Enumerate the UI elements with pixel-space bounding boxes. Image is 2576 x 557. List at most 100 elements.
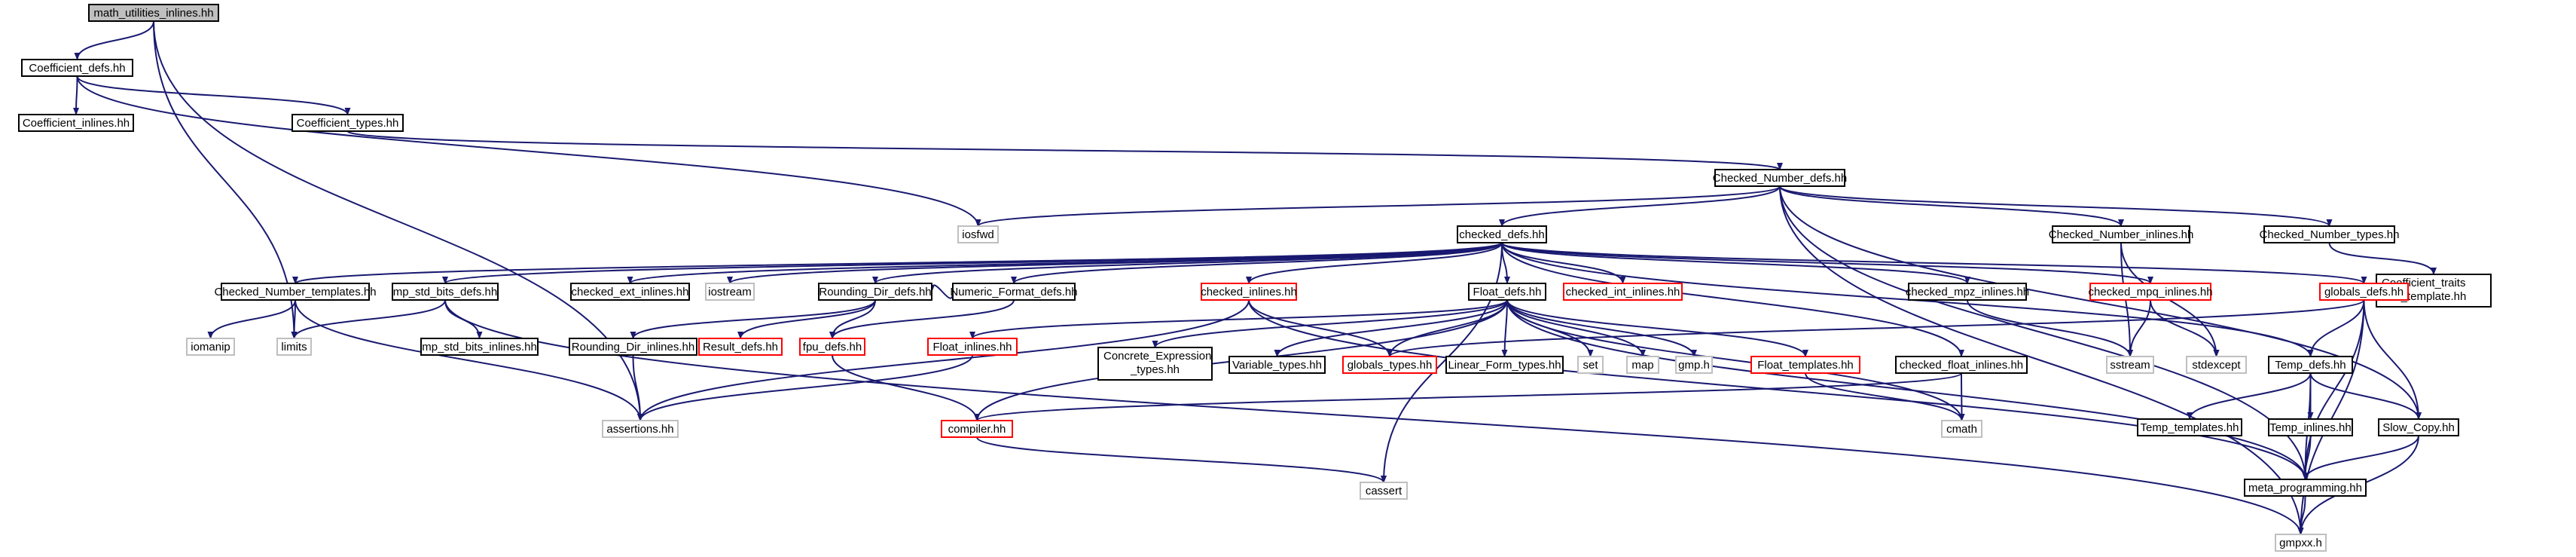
node-cn-defs[interactable]: Checked_Number_defs.hh [1713, 169, 1847, 187]
edge-float_inlines-to-assertions [637, 354, 973, 421]
node-coeff-inlines[interactable]: Coefficient_inlines.hh [18, 114, 134, 132]
node-checked-int-inlines[interactable]: checked_int_inlines.hh [1563, 283, 1683, 301]
edge-rounding_dir_defs-to-result_defs [737, 299, 876, 339]
edge-coeff_defs-to-iosfwd [76, 75, 981, 227]
edge-float_defs-to-gmp_h [1506, 299, 1697, 357]
node-label: Coefficient_inlines.hh [23, 117, 130, 130]
edge-temp_defs-to-temp_templates [2187, 372, 2312, 420]
node-layer: math_utilities_inlines.hhCoefficient_def… [18, 4, 2492, 552]
edge-checked_inlines-to-meta_programming [1248, 299, 2309, 480]
node-float-templates[interactable]: Float_templates.hh [1750, 356, 1860, 374]
edge-layer [73, 20, 2437, 535]
node-label: iomanip [191, 341, 230, 353]
node-checked-mpz-inlines[interactable]: checked_mpz_inlines.hh [1906, 283, 2029, 301]
edge-float_defs-to-float_templates [1506, 299, 1808, 357]
node-cn-inlines[interactable]: Checked_Number_inlines.hh [2049, 225, 2194, 243]
node-label: Concrete_Expression_types.hh [1103, 350, 1211, 376]
edge-float_defs-to-linear_form_types [1501, 299, 1508, 357]
node-checked-mpq-inlines[interactable]: checked_mpq_inlines.hh [2088, 283, 2213, 301]
node-label: checked_mpz_inlines.hh [1906, 286, 2029, 298]
edge-checked_inlines-to-globals_types [1248, 299, 1393, 357]
node-label: Variable_types.hh [1232, 359, 1322, 372]
edge-cn_defs-to-cn_inlines [1779, 185, 2124, 227]
node-rounding-dir-defs[interactable]: Rounding_Dir_defs.hh [818, 283, 932, 301]
node-label: map [1631, 359, 1653, 372]
edge-checked_defs-to-rounding_dir_defs [872, 242, 1503, 284]
node-label: globals_types.hh [1348, 359, 1433, 372]
node-stdexcept: stdexcept [2186, 356, 2247, 374]
node-label: cmath [1946, 423, 1977, 436]
edge-checked_defs-to-iostream [727, 242, 1503, 284]
node-iomanip: iomanip [186, 338, 235, 356]
node-result-defs[interactable]: Result_defs.hh [698, 338, 783, 356]
edge-cn_defs-to-gmpxx [1779, 185, 2304, 535]
node-label: checked_defs.hh [1459, 228, 1544, 241]
node-checked-inlines[interactable]: checked_inlines.hh [1201, 283, 1297, 301]
node-coeff-types[interactable]: Coefficient_types.hh [291, 114, 404, 132]
node-float-defs[interactable]: Float_defs.hh [1468, 283, 1546, 301]
node-variable-types[interactable]: Variable_types.hh [1228, 356, 1326, 374]
node-label: stdexcept [2192, 359, 2241, 372]
edge-cn_defs-to-iosfwd [975, 185, 1781, 227]
edge-coeff_defs-to-coeff_inlines [73, 75, 80, 115]
node-label: Linear_Form_types.hh [1448, 359, 1561, 372]
node-label: fpu_defs.hh [803, 341, 862, 353]
node-linear-form-types[interactable]: Linear_Form_types.hh [1445, 356, 1564, 374]
edge-float_defs-to-meta_programming [1506, 299, 2309, 480]
node-rounding-dir-inlines[interactable]: Rounding_Dir_inlines.hh [569, 338, 697, 356]
node-globals-types[interactable]: globals_types.hh [1342, 356, 1437, 374]
node-temp-inlines[interactable]: Temp_inlines.hh [2268, 418, 2353, 436]
node-slow-copy[interactable]: Slow_Copy.hh [2378, 418, 2459, 436]
node-float-inlines[interactable]: Float_inlines.hh [927, 338, 1018, 356]
node-mp-std-bits-inlines[interactable]: mp_std_bits_inlines.hh [420, 338, 539, 356]
node-label: sstream [2110, 359, 2150, 372]
edge-math_utilities_inlines-to-coeff_defs [74, 20, 154, 60]
node-label: Checked_Number_types.hh [2260, 228, 2400, 241]
node-math-utilities-inlines[interactable]: math_utilities_inlines.hh [88, 4, 219, 22]
edge-checked_defs-to-numeric_format_defs [1011, 242, 1503, 284]
edge-compiler-to-cassert [976, 436, 1387, 483]
node-fpu-defs[interactable]: fpu_defs.hh [799, 338, 865, 356]
node-coeff-defs[interactable]: Coefficient_defs.hh [21, 59, 133, 77]
edge-float_defs-to-variable_types [1274, 299, 1508, 357]
edge-checked_mpq_inlines-to-stdexcept [2150, 299, 2220, 357]
node-concrete-expr-types[interactable]: Concrete_Expression_types.hh [1097, 347, 1213, 381]
edge-globals_defs-to-slow_copy [2363, 299, 2422, 420]
edge-cn_defs-to-cn_types [1779, 185, 2333, 227]
node-label: math_utilities_inlines.hh [93, 7, 213, 20]
node-cn-templates[interactable]: Checked_Number_templates.hh [214, 283, 377, 301]
node-label: globals_defs.hh [2324, 286, 2404, 298]
node-label: meta_programming.hh [2248, 482, 2362, 494]
edge-cn_templates-to-assertions [295, 299, 643, 421]
node-mp-std-bits-defs[interactable]: mp_std_bits_defs.hh [392, 283, 499, 301]
edge-rounding_dir_defs-to-rounding_dir_inlines [630, 299, 876, 339]
edge-float_defs-to-map [1506, 299, 1646, 357]
node-cn-types[interactable]: Checked_Number_types.hh [2260, 225, 2400, 243]
node-compiler[interactable]: compiler.hh [941, 420, 1013, 438]
node-label: gmpxx.h [2279, 537, 2322, 549]
node-label: Coefficient_types.hh [297, 117, 399, 130]
node-iostream: iostream [705, 283, 755, 301]
edge-rounding_dir_inlines-to-assertions [632, 354, 643, 421]
node-globals-defs[interactable]: globals_defs.hh [2319, 283, 2409, 301]
node-checked-float-inlines[interactable]: checked_float_inlines.hh [1895, 356, 2028, 374]
node-numeric-format-defs[interactable]: Numeric_Format_defs.hh [950, 283, 1078, 301]
edge-coeff_types-to-cn_defs [346, 130, 1783, 170]
node-temp-defs[interactable]: Temp_defs.hh [2268, 356, 2353, 374]
edge-float_defs-to-cmath [1506, 299, 1965, 421]
edge-checked_defs-to-checked_inlines [1246, 242, 1503, 284]
node-label: Coefficient_defs.hh [29, 62, 125, 75]
node-label: checked_mpq_inlines.hh [2088, 286, 2212, 298]
node-checked-defs[interactable]: checked_defs.hh [1457, 225, 1547, 243]
edge-numeric_format_defs-to-fpu_defs [829, 299, 1015, 339]
node-label: checked_ext_inlines.hh [572, 286, 689, 298]
node-set: set [1577, 356, 1604, 374]
edge-checked_defs-to-mp_std_bits_defs [442, 242, 1503, 284]
node-meta-programming[interactable]: meta_programming.hh [2244, 479, 2367, 497]
node-temp-templates[interactable]: Temp_templates.hh [2137, 418, 2242, 436]
edge-float_defs-to-float_inlines [969, 299, 1508, 339]
node-label: iosfwd [962, 228, 994, 241]
node-checked-ext-inlines[interactable]: checked_ext_inlines.hh [570, 283, 690, 301]
edge-meta_programming-to-gmpxx [2297, 495, 2306, 535]
edge-cn_templates-to-iomanip [207, 299, 296, 339]
